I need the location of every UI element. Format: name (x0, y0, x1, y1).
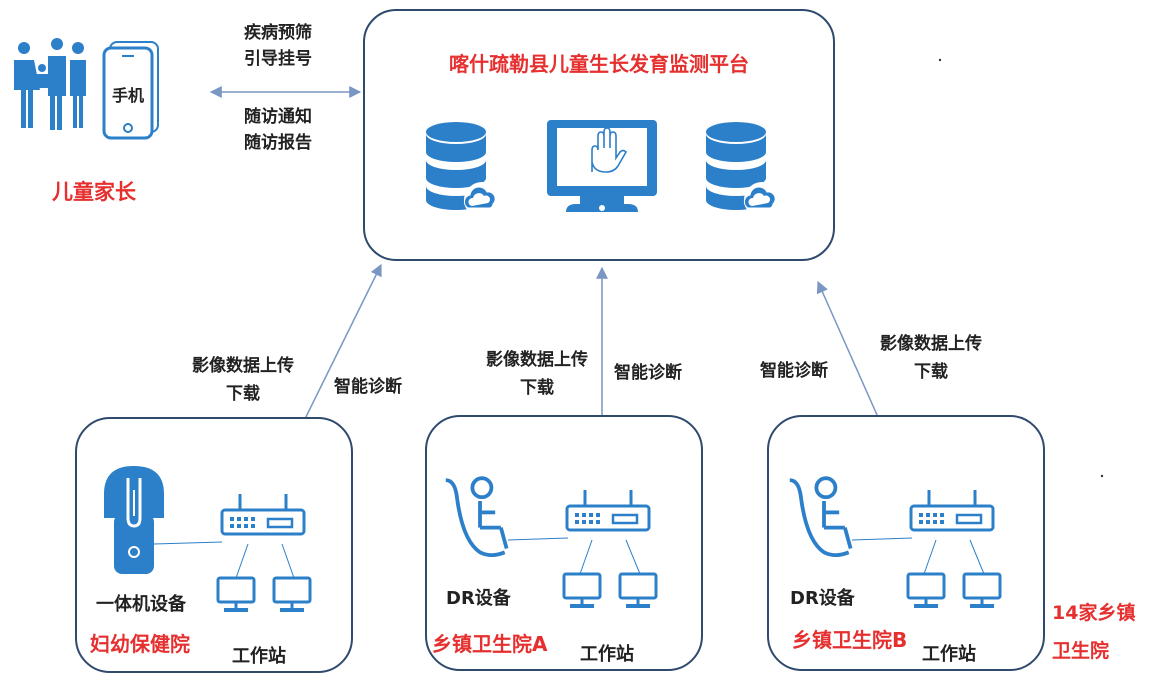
link-line (235, 543, 249, 579)
site2-workstation-label: 工作站 (580, 644, 634, 665)
side-note-line: 14家乡镇 (1052, 602, 1136, 624)
upload-line: 下载 (520, 378, 554, 398)
site3-name: 乡镇卫生院B (792, 628, 908, 652)
link-line (507, 537, 569, 541)
family-icon (14, 38, 86, 130)
link-text-line: 随访通知 (244, 107, 312, 127)
link-line (579, 539, 593, 575)
platform-title: 喀什疏勒县儿童生长发育监测平台 (449, 52, 749, 76)
site2-name: 乡镇卫生院A (432, 632, 548, 656)
diagnosis-label-1: 智能诊断 (334, 377, 402, 397)
phone-icon (102, 41, 159, 140)
site2-device-label: DR设备 (446, 588, 511, 609)
site1-name: 妇幼保健院 (90, 632, 190, 656)
kiosk-device-icon (104, 466, 164, 574)
parent-label: 儿童家长 (52, 180, 136, 204)
link-line (923, 539, 937, 575)
upload-line: 下载 (226, 384, 260, 404)
upload-line: 影像数据上传 (880, 334, 982, 354)
parent-link-bottom-text: 随访通知 随访报告 (228, 104, 328, 156)
site1-device-label: 一体机设备 (96, 594, 186, 615)
link-line (625, 539, 641, 575)
link-text-line: 随访报告 (244, 133, 312, 153)
upload-label-1: 影像数据上传 下载 (178, 352, 308, 408)
dot-mark (1100, 474, 1104, 478)
upload-label-3: 影像数据上传 下载 (866, 330, 996, 386)
link-line (851, 537, 913, 541)
monitor-hand-icon (547, 120, 657, 212)
site3-workstation-label: 工作站 (922, 644, 976, 665)
link-text-line: 疾病预筛 (244, 23, 312, 43)
diagnosis-label-2: 智能诊断 (614, 363, 682, 383)
upload-line: 下载 (914, 362, 948, 382)
diagnosis-label-3: 智能诊断 (760, 361, 828, 381)
site3-device-label: DR设备 (790, 588, 855, 609)
upload-label-2: 影像数据上传 下载 (472, 346, 602, 402)
link-line (153, 541, 223, 545)
link-text-line: 引导挂号 (244, 49, 312, 69)
link-line (281, 543, 295, 579)
phone-label: 手机 (112, 86, 145, 105)
site1-workstation-label: 工作站 (232, 646, 286, 667)
dot-mark (938, 58, 942, 62)
side-note: 14家乡镇 卫生院 (1052, 594, 1135, 670)
upload-line: 影像数据上传 (486, 350, 588, 370)
side-note-line: 卫生院 (1052, 640, 1110, 662)
parent-link-top-text: 疾病预筛 引导挂号 (228, 20, 328, 72)
link-line (969, 539, 985, 575)
upload-line: 影像数据上传 (192, 356, 294, 376)
